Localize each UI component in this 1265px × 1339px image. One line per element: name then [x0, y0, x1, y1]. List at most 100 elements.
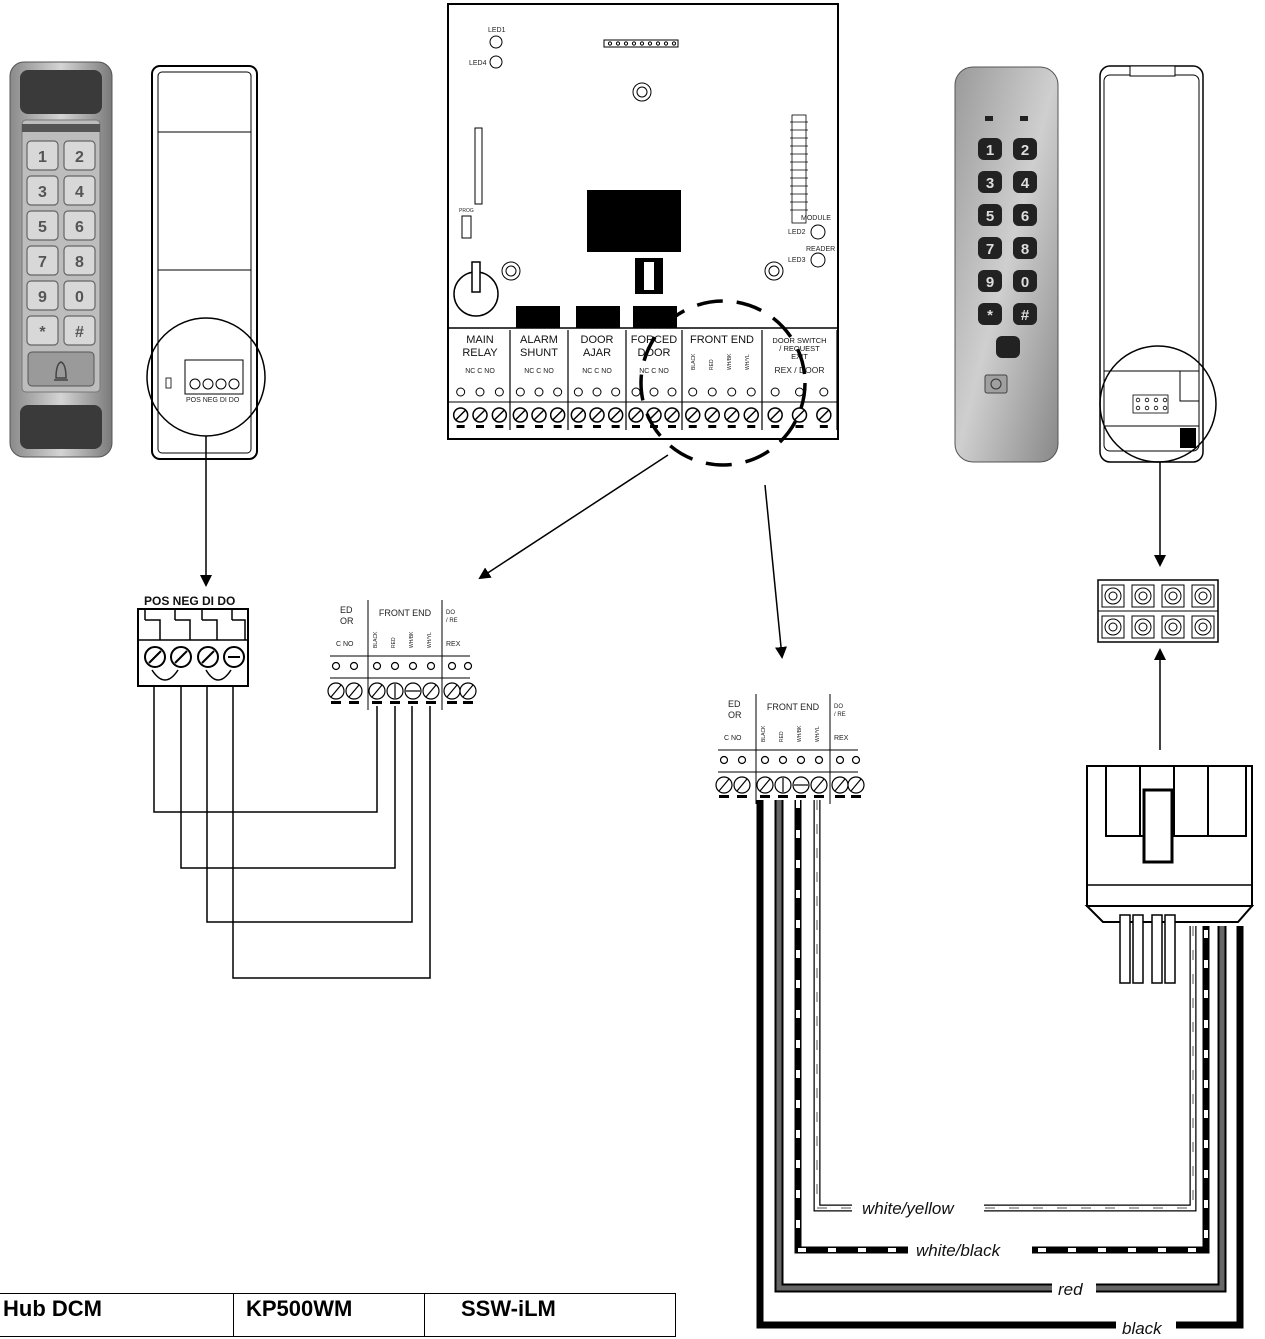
right-key: [1013, 303, 1037, 325]
hub-dcm-panel: LED1 LED4 PROG MOD: [447, 3, 839, 440]
fe-right-rex: REX: [834, 735, 849, 742]
right-key-bell: [996, 336, 1020, 358]
right-key-label: #: [1021, 307, 1030, 324]
left-key: [26, 315, 59, 346]
right-key: [1013, 171, 1037, 193]
left-key-label: 3: [38, 184, 47, 201]
right-key: [1013, 237, 1037, 259]
left-key: [26, 175, 59, 206]
left-key-label: 1: [38, 149, 47, 166]
prog-label: PROG: [459, 208, 474, 214]
front-end-wire-label: WH/BK: [727, 353, 733, 370]
left-key: [26, 245, 59, 276]
left-wiring: [153, 686, 431, 979]
fe-wire-label: RED: [391, 637, 397, 648]
wire-labels: white/yellow white/black red black: [852, 1196, 1176, 1339]
fe-left-pins: C NO: [336, 641, 354, 648]
left-key: [26, 140, 59, 171]
device-table: Hub DCM KP500WM SSW-iLM: [0, 1293, 676, 1337]
terminal-label: SHUNT: [520, 347, 558, 359]
right-8pin-connector: [1097, 579, 1219, 750]
terminal-pins: NC C NO: [465, 368, 495, 375]
fe-wire-label: BLACK: [373, 631, 379, 648]
wire-label-red: red: [1058, 1280, 1083, 1299]
left-key: [63, 280, 96, 311]
left-key-label: 7: [38, 254, 47, 271]
right-key-label: 8: [1021, 241, 1029, 258]
terminal-label: / REQUEST: [779, 344, 820, 353]
right-key-label: 6: [1021, 208, 1029, 225]
fe-wire-label: WH/BK: [409, 631, 415, 648]
left-terminal-pins-label: POS NEG DI DO: [186, 397, 240, 404]
left-key-label: 6: [75, 219, 84, 236]
left-key: [63, 245, 96, 276]
fe-right-partial: / RE: [834, 712, 846, 718]
left-key: [63, 210, 96, 241]
left-key: [63, 315, 96, 346]
led2-label: LED2: [788, 229, 806, 236]
wire-label-white-black: white/black: [916, 1241, 1002, 1260]
right-key: [978, 171, 1002, 193]
left-connector-label: POS NEG DI DO: [144, 594, 235, 608]
left-key-label: 9: [38, 289, 47, 306]
zoom-circle-right: [1099, 345, 1217, 463]
left-terminal-block: POS NEG DI DO: [137, 594, 249, 687]
terminal-pins: REX / DOOR: [774, 365, 824, 375]
terminal-label: MAIN: [466, 334, 494, 346]
right-key: [978, 303, 1002, 325]
terminal-label: ALARM: [520, 334, 558, 346]
right-key: [1013, 204, 1037, 226]
table-header-ssw-ilm: SSW-iLM: [424, 1293, 676, 1337]
left-key: [63, 175, 96, 206]
right-key-label: 7: [986, 241, 994, 258]
right-key-label: 2: [1021, 142, 1029, 159]
terminal-pins: NC C NO: [639, 368, 669, 375]
right-keypad-back: [1099, 65, 1217, 567]
left-key-label: #: [75, 324, 84, 341]
terminal-label: AJAR: [583, 347, 611, 359]
right-key-label: 1: [986, 142, 994, 159]
fe-left-partial: ED: [728, 699, 741, 709]
led1-label: LED1: [488, 27, 506, 34]
fe-title: FRONT END: [379, 608, 432, 618]
reader-label: READER: [806, 246, 835, 253]
right-key: [978, 237, 1002, 259]
left-key: [26, 280, 59, 311]
front-end-wire-label: RED: [709, 359, 715, 370]
right-key-label: 5: [986, 208, 994, 225]
terminal-label: DOOR: [581, 334, 614, 346]
fe-wire-label: RED: [779, 731, 785, 742]
right-key: [1013, 270, 1037, 292]
terminal-label: FRONT END: [690, 334, 754, 346]
left-key-label: 8: [75, 254, 84, 271]
fe-left-partial: OR: [728, 710, 742, 720]
right-key-label: 9: [986, 274, 994, 291]
terminal-label: DOOR SWITCH: [772, 336, 826, 345]
right-key-label: 0: [1021, 274, 1029, 291]
left-key: [26, 210, 59, 241]
left-key: [63, 140, 96, 171]
fe-wire-label: WH/YL: [815, 726, 821, 742]
terminal-label: RELAY: [462, 347, 498, 359]
front-end-wire-label: BLACK: [691, 353, 697, 370]
front-end-wire-label: WH/YL: [745, 354, 751, 370]
fe-wire-label: WH/YL: [427, 632, 433, 648]
fe-left-pins: C NO: [724, 735, 742, 742]
wire-label-white-yellow: white/yellow: [862, 1199, 955, 1218]
module-label: MODULE: [801, 215, 831, 222]
zoom-circle-panel: [639, 299, 807, 467]
left-key-label: 4: [75, 184, 84, 201]
right-key: [978, 270, 1002, 292]
right-key-label: *: [987, 307, 993, 324]
fe-wire-label: BLACK: [761, 725, 767, 742]
terminal-pins: NC C NO: [582, 368, 612, 375]
led3-label: LED3: [788, 257, 806, 264]
fe-right-partial: / RE: [446, 618, 458, 624]
right-key: [978, 204, 1002, 226]
terminal-pins: NC C NO: [524, 368, 554, 375]
